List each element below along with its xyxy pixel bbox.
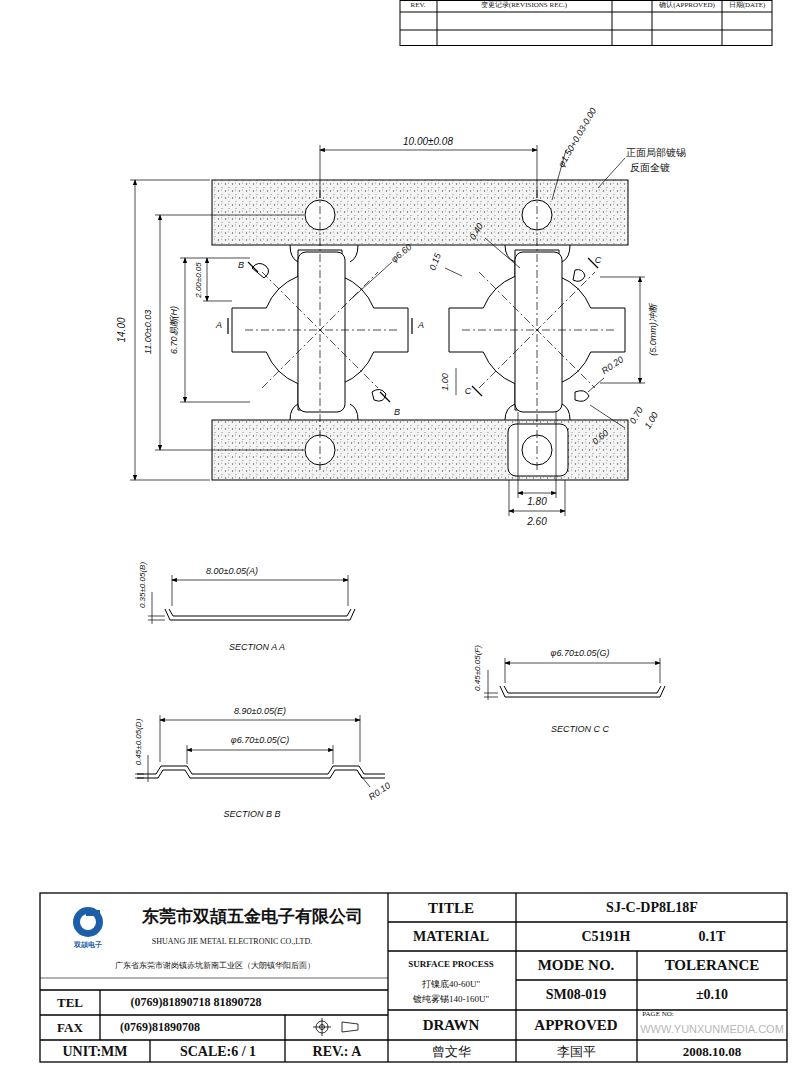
title-text: TITLE (428, 900, 474, 917)
dimension-text: B (238, 261, 244, 271)
dimension-text: 0.45±0.05(D) (135, 719, 144, 766)
dimension-text: SECTION A A (229, 643, 285, 653)
dimension-text: 8.00±0.05(A) (206, 567, 258, 577)
title-text: DRAWN (423, 1017, 480, 1034)
dimension-text: 6.70易断(H) (170, 306, 180, 354)
dimension-text: R0.10 (367, 781, 392, 803)
title-text: 东莞市双頡五金电子有限公司 (142, 908, 363, 927)
dimension-text: 0.70 (628, 406, 645, 426)
title-text: 反面全镀 (630, 162, 670, 173)
title-text: FAX (57, 1021, 83, 1035)
title-text: 广东省东莞市谢岗镇赤坑新南工业区（大朗镇华阳后面） (115, 962, 315, 971)
dimension-text: A (418, 321, 424, 331)
title-text: SM08-019 (546, 987, 607, 1002)
title-text: SCALE:6 / 1 (180, 1044, 256, 1059)
dimension-text: B (394, 408, 400, 418)
title-text: 镀纯雾锡140-160U" (413, 995, 489, 1005)
title-text: (0769)81890718 81890728 (131, 996, 262, 1009)
title-text: 日期(DATE) (729, 2, 766, 10)
dimension-text: C (465, 387, 472, 397)
dimension-text: SECTION B B (223, 810, 280, 820)
title-text: SHUANG JIE METAL ELECTRONIC CO.,LTD. (152, 938, 312, 947)
title-text: MATERIAL (413, 929, 489, 944)
title-text: 打镍底40-60U" (422, 980, 480, 990)
title-text: UNIT:MM (62, 1044, 127, 1059)
logo-text: 双頡电子 (74, 942, 102, 950)
title-text: TOLERANCE (665, 957, 760, 974)
dimension-text: 0.45±0.05(F) (474, 645, 483, 691)
title-text: MODE NO. (538, 957, 615, 974)
dimension-text: A (216, 321, 222, 331)
dimension-text: C (595, 256, 602, 266)
title-text: TEL (57, 996, 83, 1010)
title-text: 正面局部镀锡 (626, 147, 686, 158)
dimension-text: 11.00±0.03 (144, 310, 154, 354)
title-text: (0769)81890708 (120, 1021, 200, 1034)
dimension-text: 0.35±0.05(B) (139, 562, 148, 608)
dimension-text: 2.00±0.05 (195, 262, 204, 298)
title-text: ±0.10 (696, 987, 728, 1002)
title-text: REV. (411, 2, 426, 10)
dimension-text: R0.20 (600, 355, 625, 377)
title-text: APPROVED (534, 1017, 617, 1034)
title-text: SURFACE PROCESS (408, 960, 494, 970)
dimension-text: φ6.60 (390, 243, 414, 266)
dimension-text: 8.90±0.05(E) (234, 707, 286, 717)
title-text: 变更记录(REVISIONS REC.) (481, 2, 567, 10)
title-text: REV.: A (313, 1044, 362, 1059)
title-text: PAGE NO: (642, 1011, 673, 1019)
title-text: 2008.10.08 (683, 1045, 742, 1059)
dimension-text: 2.60 (527, 516, 546, 527)
dimension-text: SECTION C C (551, 725, 609, 735)
dimension-text: (5.0mm)冲断 (649, 304, 659, 356)
dimension-text: φ6.70±0.05(C) (231, 736, 289, 746)
title-text: 确认(APPROVED) (659, 2, 715, 10)
title-text: 0.1T (699, 929, 726, 944)
dimension-text: 1.80 (527, 496, 546, 507)
dimension-text: φ1.50+0.03-0.00 (557, 107, 599, 170)
title-text: 曾文华 (432, 1045, 471, 1059)
title-text: C5191H (582, 929, 631, 944)
dimension-text: 1.00 (643, 411, 660, 431)
dimension-text: 14.00 (116, 317, 127, 342)
watermark: WWW.YUNXUNMEDIA.COM (640, 1023, 784, 1035)
dimension-text: 10.00±0.08 (403, 136, 453, 147)
dimension-text: 0.15 (428, 252, 443, 272)
dimension-text: 1.00 (441, 373, 451, 391)
dimension-text: φ6.70±0.05(G) (551, 649, 610, 659)
title-text: SJ-C-DP8L18F (606, 900, 698, 915)
title-text: 李国平 (557, 1045, 596, 1059)
